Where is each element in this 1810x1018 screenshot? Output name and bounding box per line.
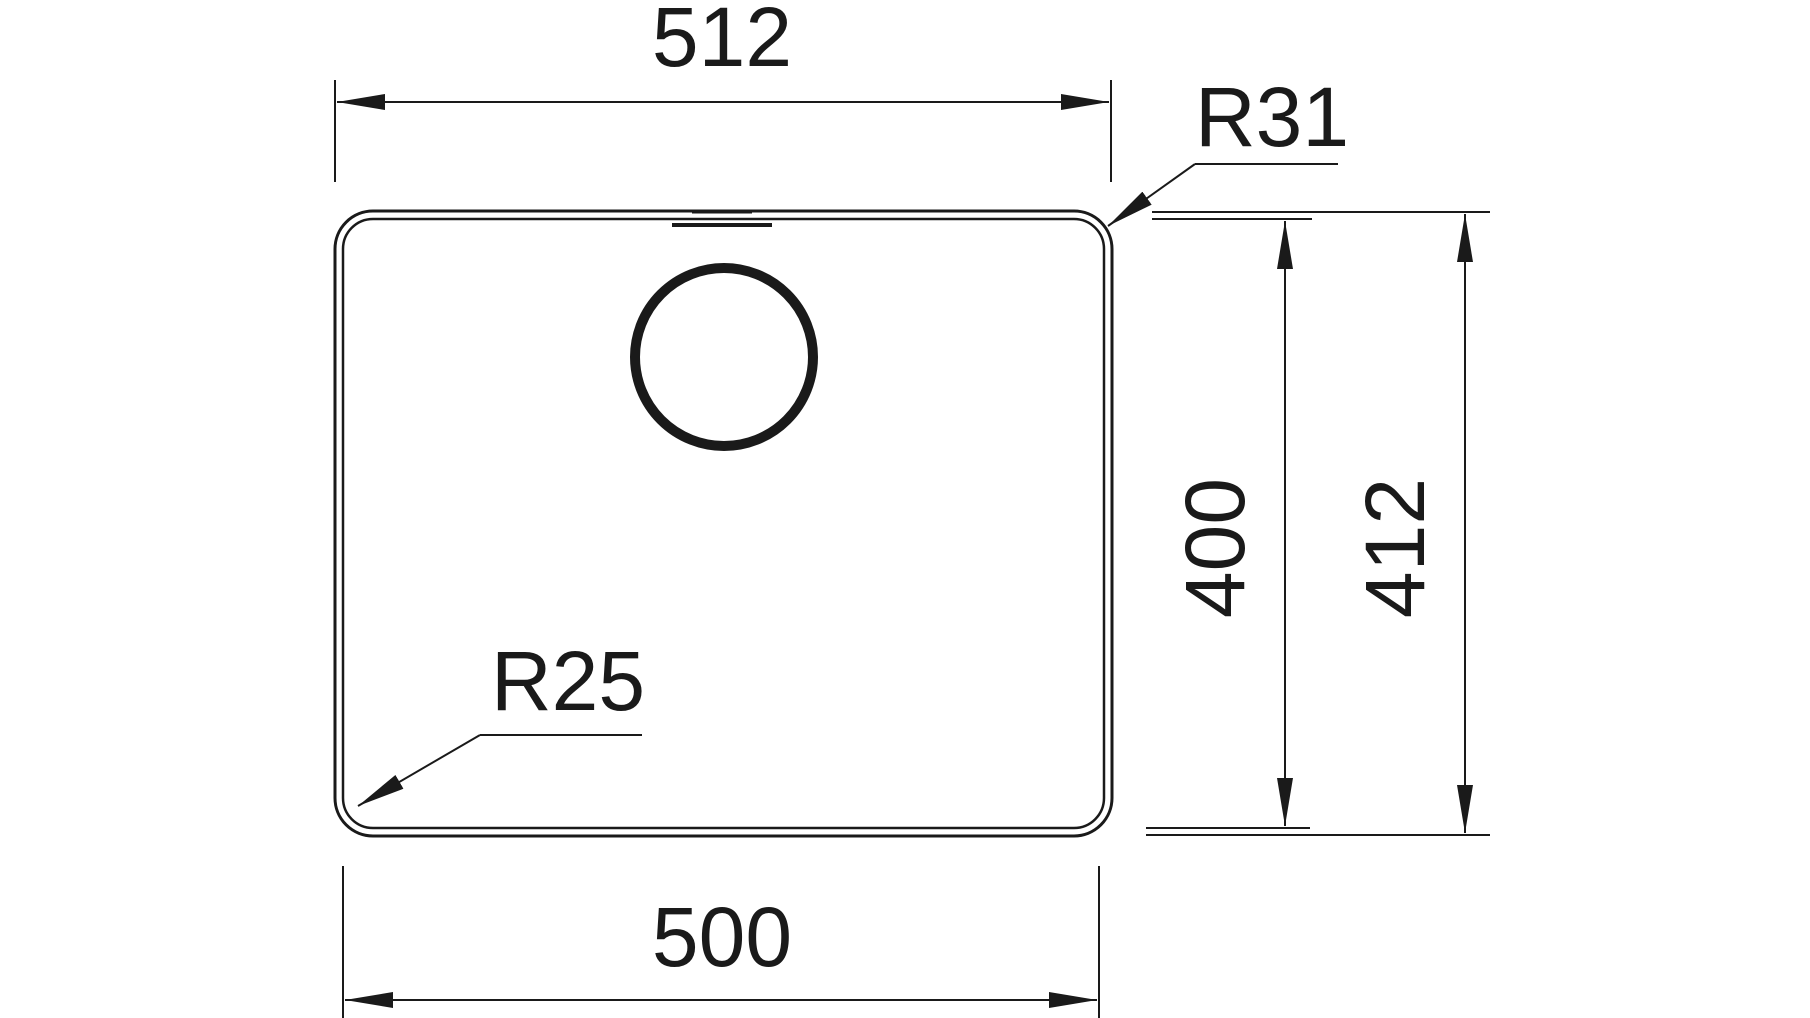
sink-outline bbox=[333, 209, 1114, 838]
dimension-inner-width: 500 bbox=[342, 866, 1100, 1018]
dimension-overall-height: 412 bbox=[1146, 211, 1490, 836]
dimension-overall-width: 512 bbox=[334, 0, 1112, 182]
label-inner-height: 400 bbox=[1168, 478, 1262, 618]
label-overall-height: 412 bbox=[1348, 478, 1442, 618]
overflow-slot bbox=[672, 210, 772, 227]
label-inner-radius: R25 bbox=[491, 634, 645, 728]
callout-outer-radius: R31 bbox=[1107, 70, 1349, 227]
leader-arrow-line bbox=[357, 734, 481, 807]
dimension-inner-height: 400 bbox=[1146, 218, 1312, 829]
callout-inner-radius: R25 bbox=[357, 634, 645, 807]
leader-arrow-line bbox=[1107, 163, 1196, 227]
sink-outer-edge bbox=[333, 209, 1114, 838]
label-overall-width: 512 bbox=[652, 0, 792, 84]
label-inner-width: 500 bbox=[652, 890, 792, 984]
drain-circle bbox=[630, 263, 818, 451]
sink-inner-edge bbox=[341, 217, 1106, 830]
label-outer-radius: R31 bbox=[1195, 70, 1349, 164]
